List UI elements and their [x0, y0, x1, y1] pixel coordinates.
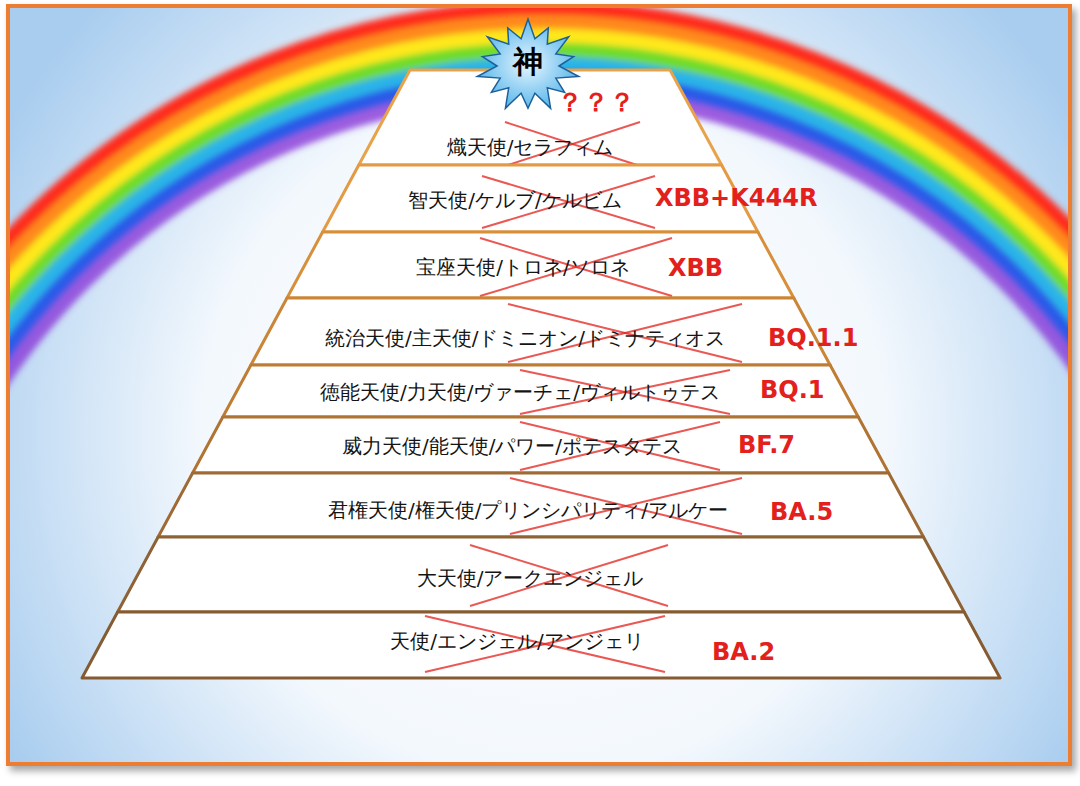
rank-name: 大天使/アークエンジェル [417, 566, 644, 590]
rank-name: 宝座天使/トロネ/ソロネ [416, 255, 629, 279]
pyramid-band: 天使/エンジェル/アンジェリ BA.2 [79, 610, 1003, 680]
band-outline [82, 612, 1000, 678]
variant-label: BA.2 [712, 638, 775, 667]
variant-label: BF.7 [738, 431, 795, 460]
pyramid-band: 君権天使/権天使/プリンシパリティ/アルケー BA.5 [155, 471, 927, 539]
band-outline [158, 473, 923, 537]
starburst: 神 [473, 16, 583, 116]
rank-name: 智天使/ケルブ/ケルビム [408, 188, 621, 212]
rank-name: 威力天使/能天使/パワー/ポテスタテス [342, 434, 682, 458]
band-outline [223, 365, 859, 417]
rank-name: 熾天使/セラフィム [447, 135, 614, 159]
rank-name: 統治天使/主天使/ドミニオン/ドミナティオス [325, 326, 725, 350]
starburst-outline [477, 19, 578, 108]
variant-label: XBB [668, 254, 723, 283]
variant-label: BA.5 [770, 498, 833, 527]
pyramid-band: 威力天使/能天使/パワー/ポテスタテス BF.7 [189, 415, 892, 475]
band-outline [193, 417, 889, 473]
band-outline [251, 298, 830, 365]
pyramid-band: 智天使/ケルブ/ケルビムXBB+K444R [319, 163, 761, 234]
variant-label: BQ.1.1 [768, 324, 858, 353]
rank-name: 君権天使/権天使/プリンシパリティ/アルケー [328, 498, 728, 522]
variant-label: XBB+K444R [655, 184, 817, 213]
rank-name: 天使/エンジェル/アンジェリ [390, 629, 643, 653]
band-outline [118, 537, 965, 612]
variant-label: ？？？ [557, 87, 635, 118]
rank-name: 徳能天使/力天使/ヴァーチェ/ヴィルトゥテス [320, 380, 720, 404]
rainbow [10, 8, 1068, 762]
god-label: 神 [513, 44, 543, 80]
band-outline [287, 232, 794, 298]
variant-label: BQ.1 [760, 376, 825, 405]
pyramid-band: 徳能天使/力天使/ヴァーチェ/ヴィルトゥテス BQ.1 [219, 363, 862, 419]
pyramid-band: 統治天使/主天使/ドミニオン/ドミナティオスBQ.1.1 [247, 296, 834, 367]
pyramid-band: 大天使/アークエンジェル [114, 535, 968, 614]
pyramid-band: 宝座天使/トロネ/ソロネ XBB [284, 230, 797, 300]
